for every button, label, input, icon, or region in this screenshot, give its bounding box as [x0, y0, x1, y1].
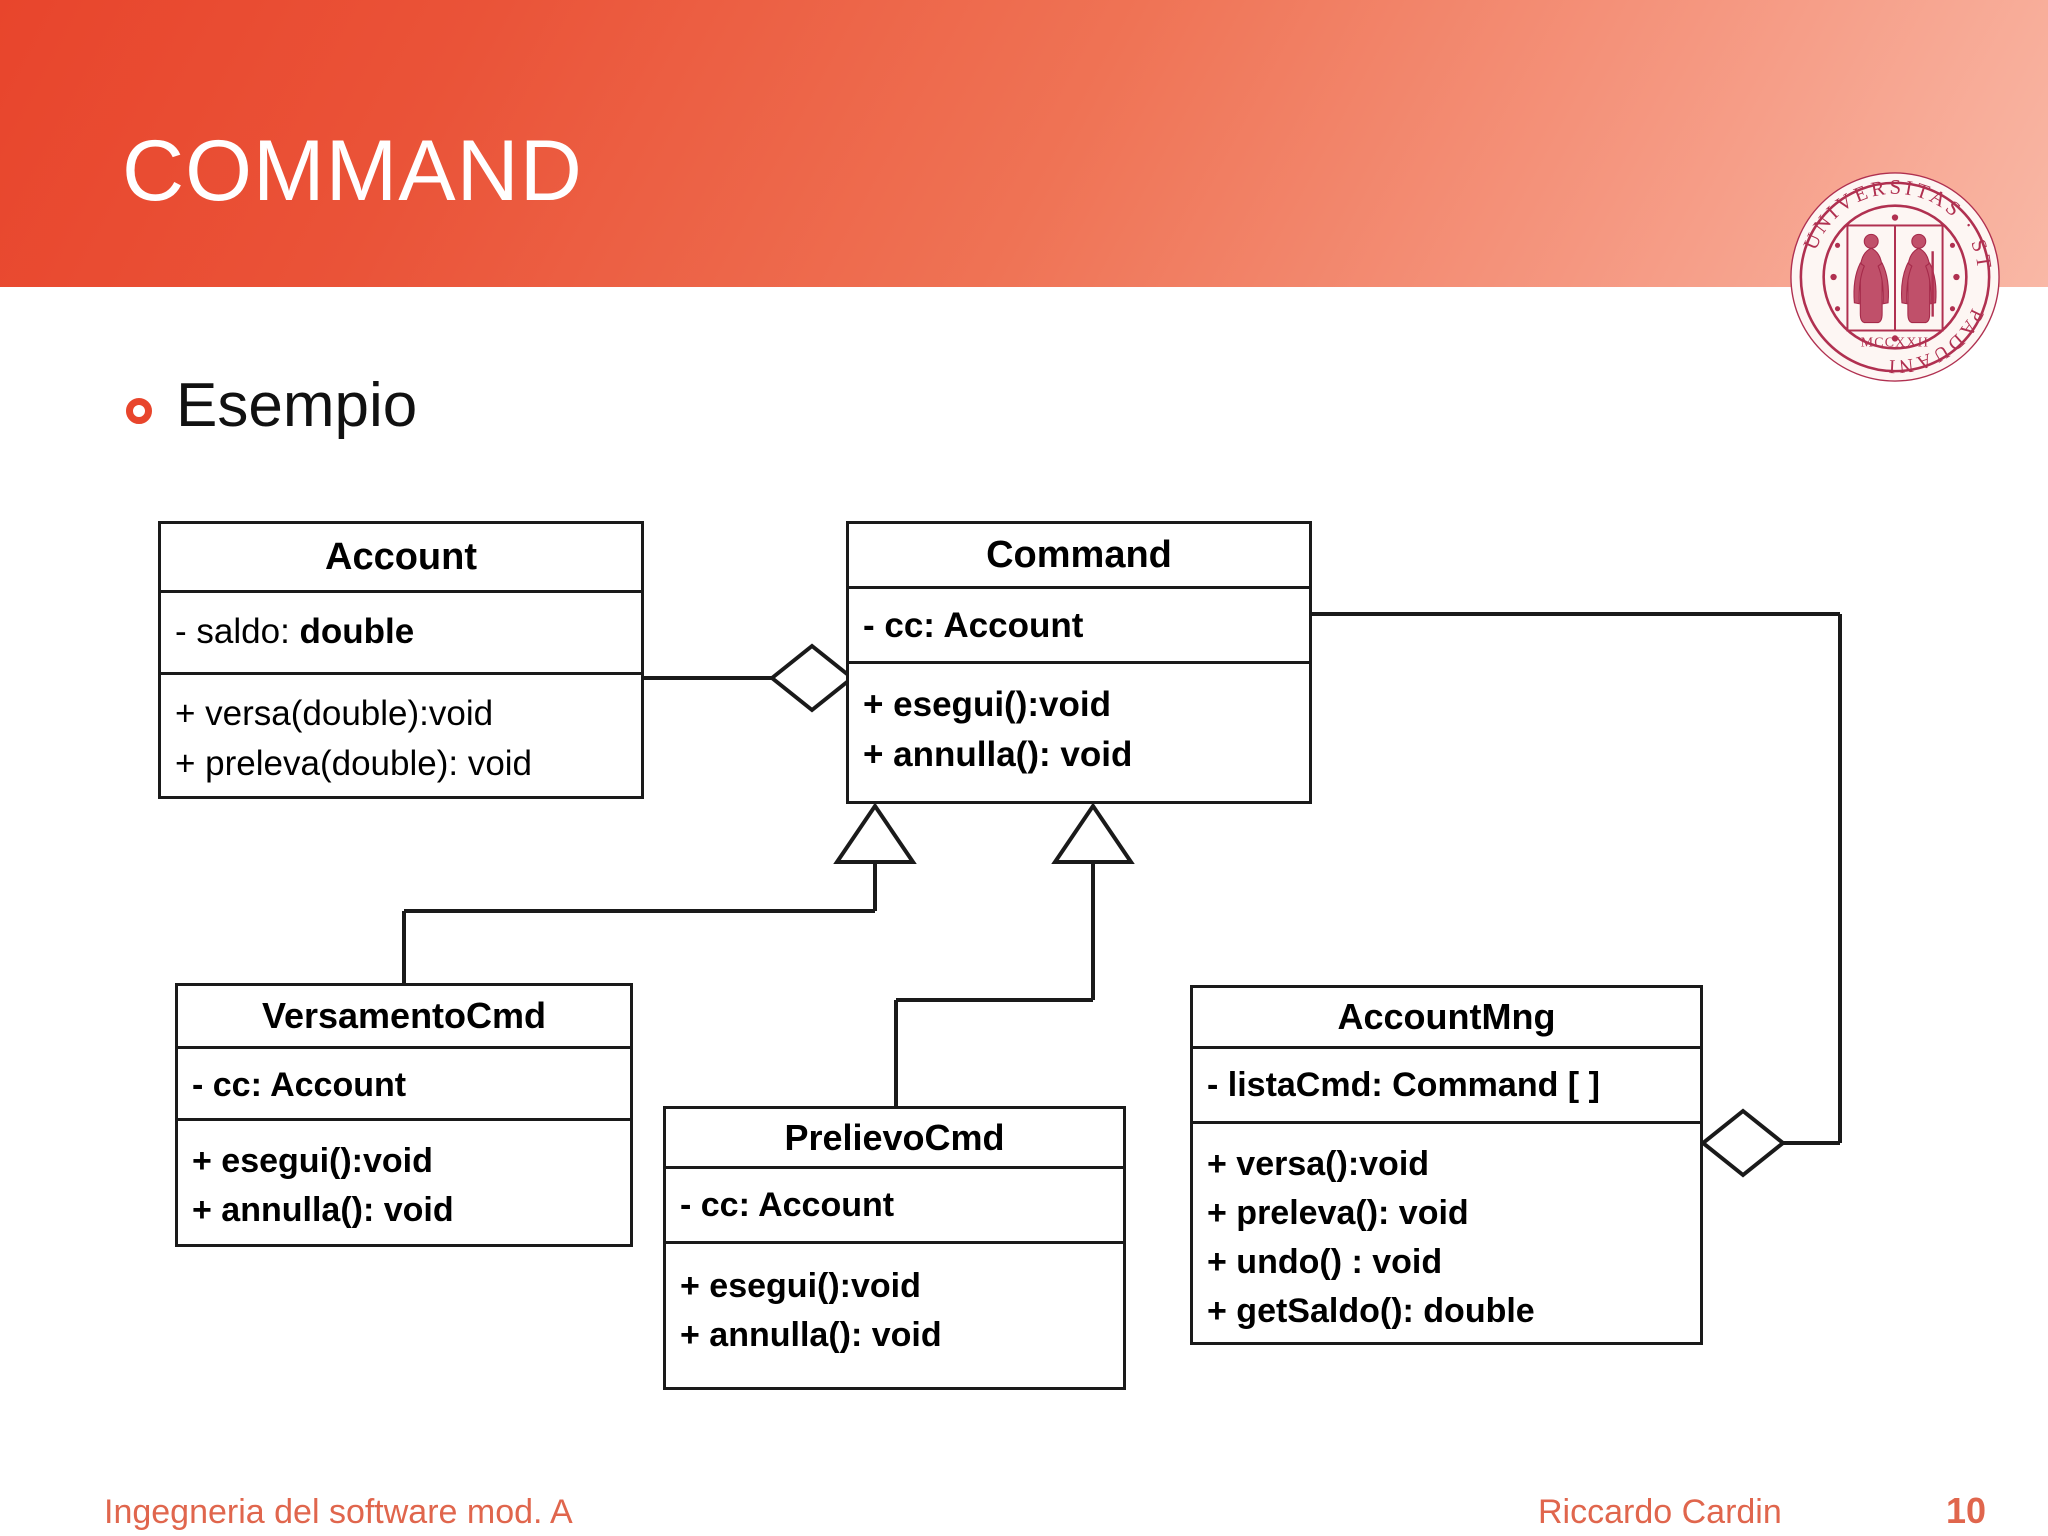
uml-operations-command: + esegui():void + annulla(): void: [849, 661, 1309, 780]
uml-class-versamentocmd[interactable]: VersamentoCmd - cc: Account + esegui():v…: [175, 983, 633, 1247]
uml-attribute-type: double: [299, 612, 415, 651]
uml-operations-accountmng: + versa():void + preleva(): void + undo(…: [1193, 1121, 1700, 1336]
uml-operation-row: + undo() : void: [1207, 1243, 1443, 1281]
footer-page-number: 10: [1946, 1490, 1987, 1531]
uml-attribute-row: - listaCmd: Command [ ]: [1207, 1066, 1600, 1104]
uml-operation-row: + esegui():void: [192, 1142, 433, 1180]
aggregation-diamond-command-account: [768, 643, 856, 713]
svg-text:MCCXXII: MCCXXII: [1861, 335, 1929, 350]
uml-operations-versamentocmd: + esegui():void + annulla(): void: [178, 1118, 630, 1235]
uml-class-name-versamentocmd: VersamentoCmd: [261, 995, 547, 1036]
uml-attributes-command: - cc: Account: [849, 586, 1309, 661]
bullet-row: Esempio: [126, 375, 417, 437]
uml-operation-row: + preleva(): void: [1207, 1194, 1469, 1232]
footer-author-label: Riccardo Cardin: [1538, 1493, 1782, 1531]
uml-operations-prelievocmd: + esegui():void + annulla(): void: [666, 1241, 1123, 1360]
uml-visibility: -: [175, 612, 197, 651]
bullet-label: Esempio: [176, 371, 418, 440]
uml-attributes-accountmng: - listaCmd: Command [ ]: [1193, 1046, 1700, 1121]
generalization-triangle-prelievo: [1051, 802, 1135, 864]
uml-class-name-accountmng: AccountMng: [1337, 996, 1556, 1037]
uml-class-account[interactable]: Account - saldo: double + versa(double):…: [158, 521, 644, 799]
uml-attributes-versamentocmd: - cc: Account: [178, 1046, 630, 1118]
uml-class-prelievocmd[interactable]: PrelievoCmd - cc: Account + esegui():voi…: [663, 1106, 1126, 1390]
slide-header-band: [0, 0, 2048, 287]
uml-class-name-prelievocmd: PrelievoCmd: [784, 1116, 1005, 1158]
uml-attribute-row: - cc: Account: [192, 1066, 407, 1104]
uml-operation-row: + getSaldo(): double: [1207, 1292, 1535, 1330]
uml-operation-row: + annulla(): void: [863, 735, 1133, 774]
uml-operation-row: + versa():void: [1207, 1145, 1430, 1183]
uml-class-name-account: Account: [325, 535, 477, 578]
uml-operation-row: + esegui():void: [680, 1267, 921, 1305]
uml-class-accountmng[interactable]: AccountMng - listaCmd: Command [ ] + ver…: [1190, 985, 1703, 1345]
uml-operation-row: + annulla(): void: [680, 1316, 942, 1354]
uml-attributes-prelievocmd: - cc: Account: [666, 1166, 1123, 1241]
uml-class-command[interactable]: Command - cc: Account + esegui():void + …: [846, 521, 1312, 804]
uml-operation-row: + versa(double):void: [175, 694, 494, 733]
uml-attribute-row: - saldo: double: [175, 607, 641, 657]
uml-operation-row: + preleva(double): void: [175, 744, 533, 783]
uml-class-name-command: Command: [986, 533, 1172, 576]
footer-course-label: Ingegneria del software mod. A: [104, 1493, 573, 1531]
aggregation-diamond-accountmng-command: [1699, 1108, 1787, 1178]
ring-bullet-icon: [126, 398, 152, 424]
uml-attribute-row: - cc: Account: [863, 606, 1084, 645]
uml-attribute-name: saldo:: [196, 612, 300, 651]
page-title: COMMAND: [122, 123, 583, 219]
generalization-triangle-versamento: [833, 802, 917, 864]
uml-operation-row: + annulla(): void: [192, 1191, 454, 1229]
uml-operation-row: + esegui():void: [863, 685, 1111, 724]
uml-attributes-account: - saldo: double: [161, 590, 641, 672]
uml-operations-account: + versa(double):void + preleva(double): …: [161, 672, 641, 789]
uml-attribute-row: - cc: Account: [680, 1186, 895, 1224]
university-of-padua-seal-logo: UNIVERSITAS · STUDII PADUANI MCCXXII: [1786, 168, 2000, 382]
